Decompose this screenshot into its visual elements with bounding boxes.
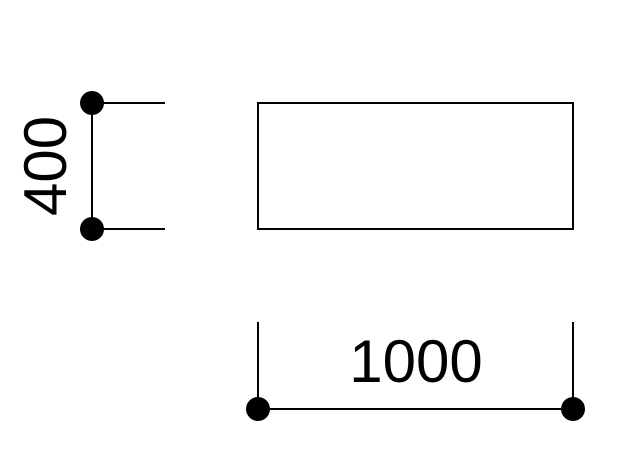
rectangle-shape (257, 102, 574, 230)
horizontal-dimension-label: 1000 (349, 328, 482, 395)
vertical-dimension-terminator-top (80, 91, 104, 115)
vertical-dimension: 400 (12, 91, 165, 241)
horizontal-dimension-terminator-right (561, 397, 585, 421)
vertical-dimension-label: 400 (12, 116, 79, 216)
horizontal-dimension-terminator-left (246, 397, 270, 421)
horizontal-dimension: 1000 (246, 322, 585, 421)
vertical-dimension-terminator-bottom (80, 217, 104, 241)
